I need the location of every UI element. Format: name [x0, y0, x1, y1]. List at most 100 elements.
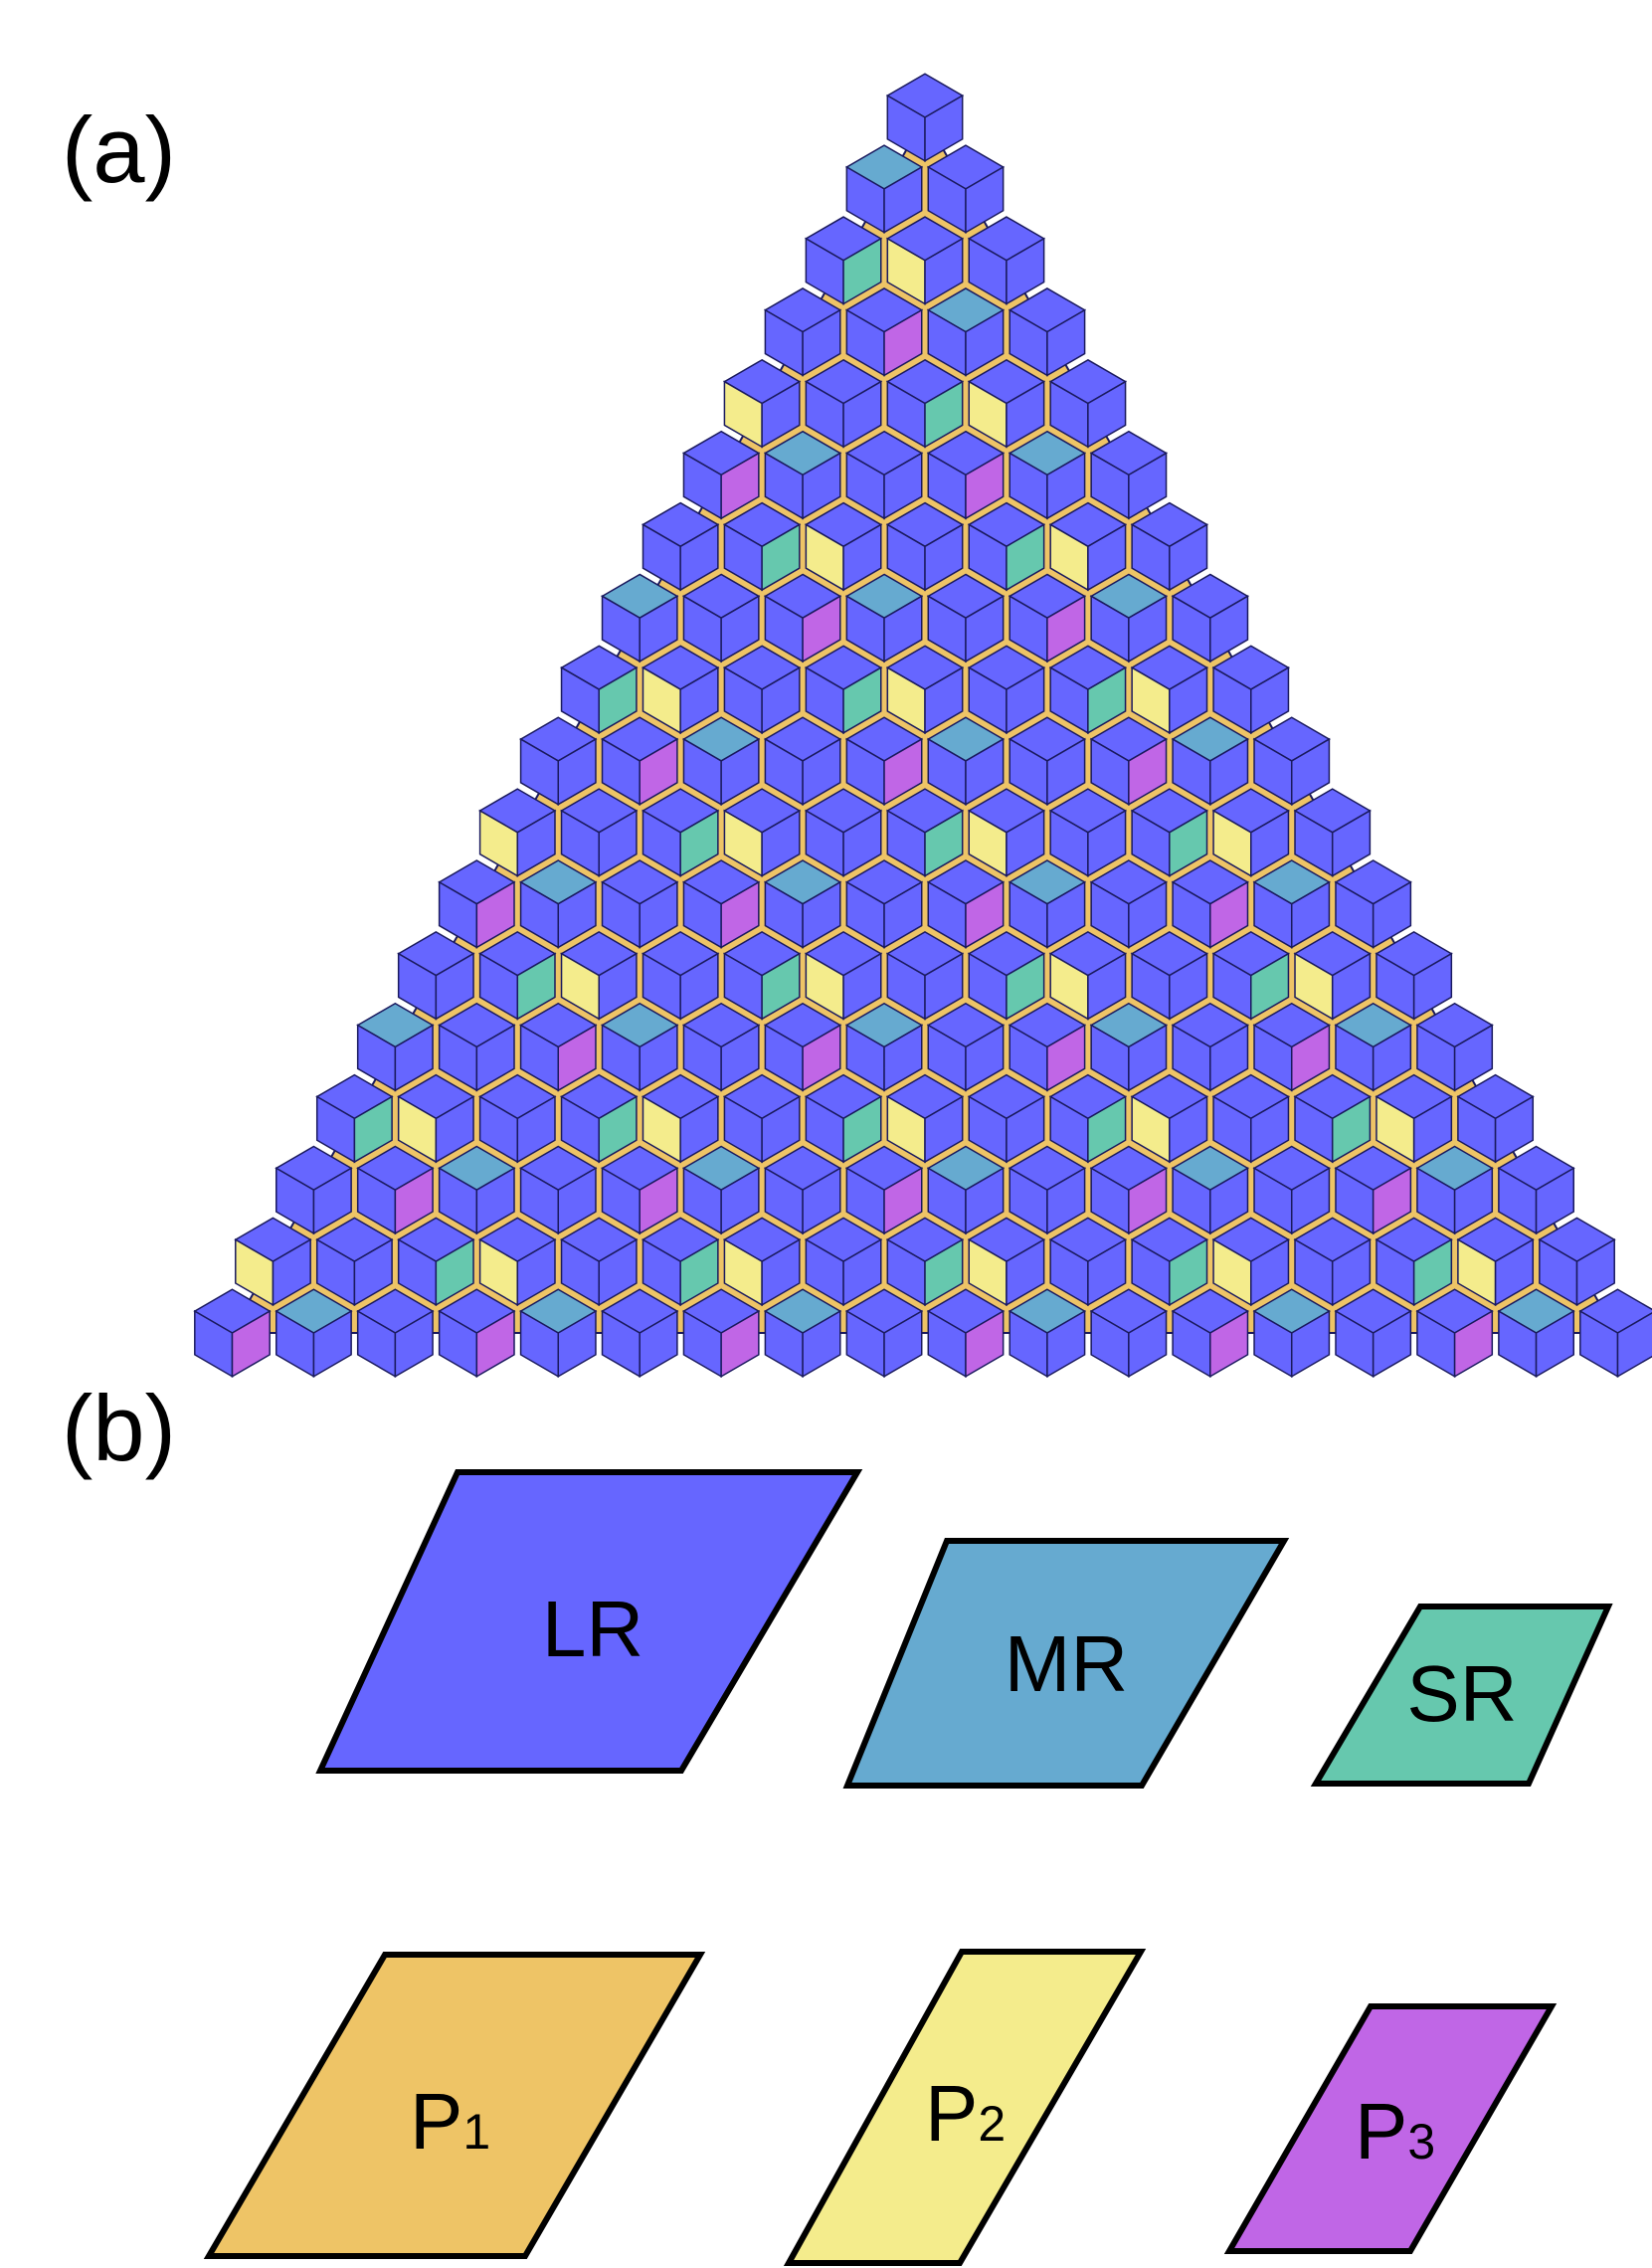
tiling-rhombus: [557, 1167, 597, 1235]
tiling-rhombus: [802, 1024, 841, 1092]
tiling-rhombus: [1412, 1237, 1453, 1307]
tiling-rhombus: [720, 1024, 760, 1092]
tiling-rhombus: [842, 665, 882, 735]
tiling-rhombus: [557, 1024, 597, 1092]
tiling-rhombus: [883, 1309, 923, 1379]
tiling-rhombus: [883, 308, 923, 377]
tiling-rhombus: [516, 809, 556, 877]
tiling-rhombus: [435, 1095, 474, 1164]
tiling-rhombus: [1046, 1024, 1086, 1092]
tiling-rhombus: [883, 165, 923, 234]
tiling-rhombus: [1128, 595, 1168, 663]
tiling-rhombus: [1209, 1024, 1249, 1092]
tiling-rhombus: [1209, 737, 1249, 806]
tiling-rhombus: [1331, 1237, 1372, 1307]
tiling-rhombus: [965, 1024, 1005, 1092]
tiling-rhombus: [475, 1167, 515, 1235]
tiling-rhombus: [1006, 809, 1045, 877]
tile-p3: P3: [1223, 2003, 1558, 2254]
tiling-rhombus: [924, 94, 964, 163]
tiling-rhombus: [435, 952, 474, 1021]
tiling-rhombus: [1006, 237, 1045, 305]
tiling-rhombus: [1128, 1309, 1168, 1379]
tiling-rhombus: [965, 595, 1005, 663]
tiling-rhombus: [1372, 1024, 1412, 1092]
tiling-rhombus: [1290, 1167, 1331, 1235]
tiling-rhombus: [598, 952, 638, 1021]
tiling-rhombus: [1046, 880, 1086, 949]
tiling-rhombus: [1169, 809, 1208, 877]
tiling-rhombus: [761, 952, 801, 1021]
tiling-rhombus: [1331, 952, 1372, 1021]
tile-p2-shape: [783, 1949, 1147, 2266]
tiling-rhombus: [1087, 952, 1127, 1021]
tiling-rhombus: [639, 1024, 678, 1092]
tiling-rhombus: [475, 1309, 515, 1379]
tiling-rhombus: [883, 737, 923, 806]
tiling-rhombus: [1087, 380, 1127, 449]
tiling-rhombus: [761, 809, 801, 877]
tiling-rhombus: [1250, 1237, 1290, 1307]
tile-p3-label: P3: [1355, 2087, 1435, 2175]
tiling-rhombus: [1087, 1237, 1127, 1307]
tiling-rhombus: [1616, 1312, 1652, 1379]
tiling-rhombus: [883, 452, 923, 520]
tile-mr: MR: [842, 1538, 1290, 1789]
tiling-rhombus: [924, 665, 964, 735]
tiling-rhombus: [1046, 452, 1086, 520]
tiling-rhombus: [965, 308, 1005, 377]
tiling-rhombus: [1209, 880, 1249, 949]
tiling-rhombus: [924, 380, 964, 449]
tiling-rhombus: [1453, 1167, 1494, 1235]
tiling-rhombus: [1128, 880, 1168, 949]
tiling-rhombus: [557, 737, 597, 806]
tiling-rhombus: [1046, 1167, 1086, 1235]
tiling-rhombus: [435, 1237, 474, 1307]
tiling-rhombus: [720, 1167, 760, 1235]
tiling-rhombus: [1169, 1095, 1208, 1164]
tiling-rhombus: [1250, 665, 1290, 735]
tiling-rhombus: [1046, 595, 1086, 663]
tiling-rhombus: [720, 452, 760, 520]
tiling-rhombus: [1087, 523, 1127, 592]
tiling-rhombus: [1412, 952, 1453, 1021]
tiling-rhombus: [802, 595, 841, 663]
tiling-rhombus: [1169, 523, 1208, 592]
tiling-rhombus: [802, 737, 841, 806]
tiling-rhombus: [720, 737, 760, 806]
tiling-rhombus: [639, 1167, 678, 1235]
tiling-rhombus: [394, 1167, 434, 1235]
tile-p2-label: P2: [925, 2069, 1006, 2158]
tiling-rhombus: [639, 737, 678, 806]
tiling-rhombus: [1412, 1095, 1453, 1164]
tiling-rhombus: [394, 1309, 434, 1379]
tiling-rhombus: [1169, 665, 1208, 735]
tiling-rhombus: [842, 237, 882, 305]
tiling-rhombus: [1087, 1095, 1127, 1164]
tiling-rhombus: [924, 809, 964, 877]
tiling-rhombus: [1006, 952, 1045, 1021]
tiling-rhombus: [1331, 809, 1372, 877]
tiling-rhombus: [1535, 1167, 1575, 1235]
tiling-rhombus: [639, 1309, 678, 1379]
tiling-tiles: [193, 73, 1652, 1379]
tiling-rhombus: [394, 1024, 434, 1092]
panel-b-label: (b): [62, 1376, 176, 1480]
tiling-rhombus: [679, 523, 719, 592]
tiling-rhombus: [802, 880, 841, 949]
tiling-rhombus: [475, 880, 515, 949]
tiling-rhombus: [312, 1309, 352, 1379]
tiling-rhombus: [1087, 809, 1127, 877]
tiling-rhombus: [1331, 1095, 1372, 1164]
tiling-rhombus: [598, 809, 638, 877]
tiling-rhombus: [557, 880, 597, 949]
tiling-rhombus: [924, 523, 964, 592]
tiling-rhombus: [720, 1309, 760, 1379]
tiling-rhombus: [1046, 308, 1086, 377]
tiling-rhombus: [1290, 880, 1331, 949]
tiling-rhombus: [802, 452, 841, 520]
tiling-rhombus: [1209, 1309, 1249, 1379]
tiling-rhombus: [883, 595, 923, 663]
tiling-rhombus: [1128, 452, 1168, 520]
